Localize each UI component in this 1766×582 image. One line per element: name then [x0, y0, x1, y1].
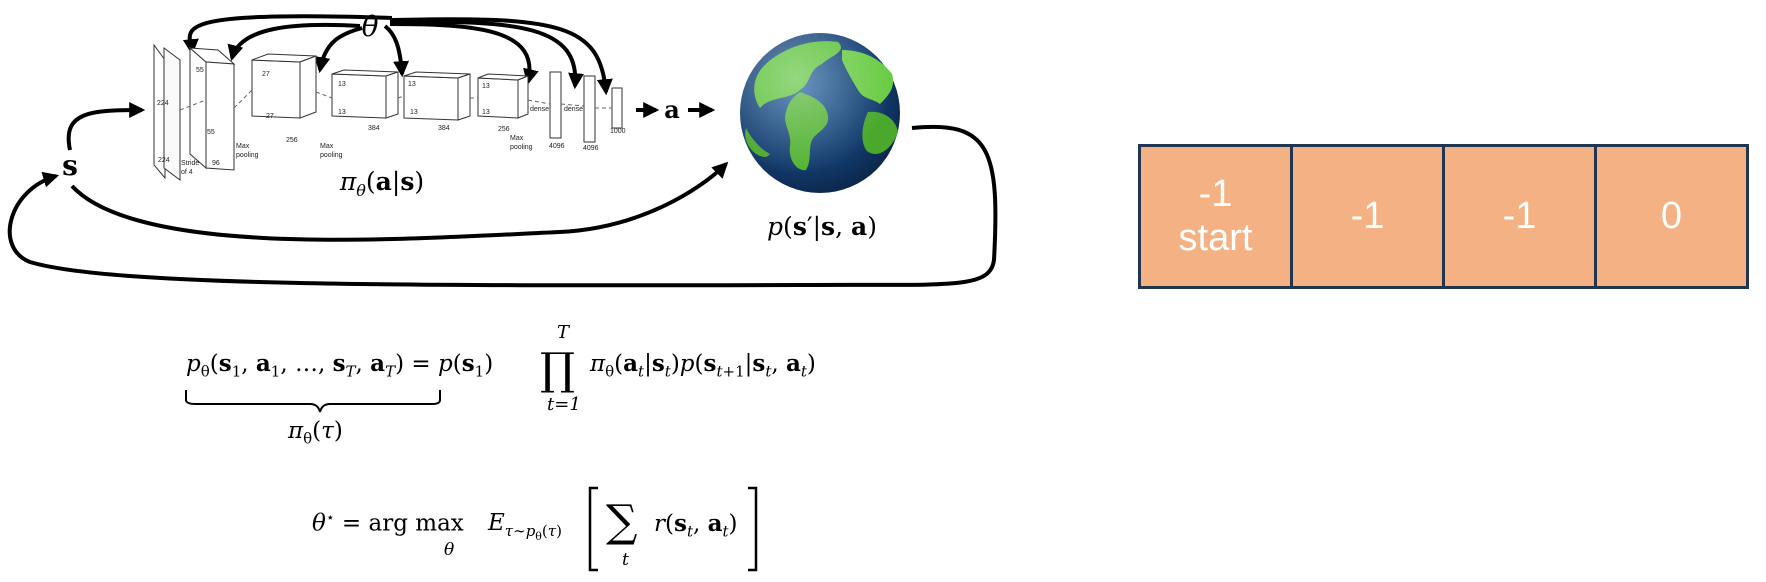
trajectory-rhs-terms: πθ(at|st)p(st+1|st, at): [590, 350, 816, 381]
svg-text:55: 55: [207, 129, 215, 136]
svg-text:13: 13: [482, 83, 490, 90]
earth-globe-icon: [740, 33, 900, 193]
grid-cell-value: 0: [1660, 194, 1683, 237]
grid-cell: -1: [1293, 147, 1445, 286]
svg-text:13: 13: [408, 81, 416, 88]
reward-term: r(st, at): [654, 510, 738, 541]
sum-subscript: t: [622, 550, 629, 570]
svg-text:dense: dense: [530, 106, 549, 113]
svg-text:256: 256: [286, 137, 298, 144]
svg-text:384: 384: [438, 125, 450, 132]
state-to-world-arrow: [70, 161, 729, 242]
grid-cell-value: -1: [1198, 172, 1233, 215]
cnn-layer-text: 224 224 Stride of 4 55 55 96 Max pooling…: [157, 67, 626, 176]
svg-text:Stride: Stride: [181, 160, 199, 167]
cnn-dashed-connections: [179, 89, 612, 111]
argmax-subscript: θ: [444, 540, 455, 560]
svg-text:pooling: pooling: [236, 152, 259, 159]
objective-left-bracket: [588, 486, 598, 572]
svg-text:256: 256: [498, 126, 510, 133]
world-to-state-feedback-arrow: [7, 124, 998, 288]
svg-text:pooling: pooling: [510, 144, 533, 151]
svg-text:Max: Max: [320, 143, 334, 150]
svg-text:224: 224: [157, 100, 169, 107]
action-label: a: [664, 95, 680, 124]
trajectory-rhs-prefix: = p(s1): [411, 350, 494, 381]
trajectory-underbrace: [185, 390, 441, 413]
objective-lhs: θ⋆ = arg max: [312, 510, 464, 537]
svg-text:of 4: of 4: [181, 169, 193, 176]
reward-grid: -1 start -1 -1 0: [1138, 144, 1749, 289]
svg-text:13: 13: [410, 109, 418, 116]
state-label: s: [62, 149, 78, 182]
expectation-term: Eτ∼pθ(τ): [488, 510, 562, 543]
sum-operator: ∑: [606, 496, 638, 547]
parameter-arrows: [182, 14, 613, 96]
product-lower-limit: t=1: [547, 394, 581, 415]
theta-label: θ: [362, 10, 379, 43]
svg-text:27: 27: [266, 113, 274, 120]
svg-text:13: 13: [338, 81, 346, 88]
grid-cell-label: start: [1178, 216, 1253, 259]
svg-text:dense: dense: [564, 106, 583, 113]
trajectory-equation: pθ(s1, a1, …, sT, aT) = p(s1): [186, 350, 493, 381]
product-upper-limit: T: [557, 322, 570, 343]
grid-cell: -1: [1445, 147, 1597, 286]
trajectory-brace-label: πθ(τ): [288, 418, 343, 448]
dynamics-label: p(s′|s, a): [767, 212, 877, 242]
svg-text:4096: 4096: [583, 145, 599, 152]
svg-text:224: 224: [158, 157, 170, 164]
svg-text:pooling: pooling: [320, 152, 343, 159]
grid-cell-goal: 0: [1597, 147, 1746, 286]
svg-text:27: 27: [262, 71, 270, 78]
svg-text:4096: 4096: [549, 143, 565, 150]
svg-text:55: 55: [196, 67, 204, 74]
svg-text:96: 96: [212, 160, 220, 167]
objective-right-bracket: [748, 486, 758, 572]
svg-text:Max: Max: [510, 135, 524, 142]
svg-text:13: 13: [338, 109, 346, 116]
policy-label: πθ(a|s): [339, 167, 424, 200]
grid-cell-value: -1: [1502, 194, 1537, 237]
cnn-policy-network: [153, 43, 623, 181]
product-operator: ∏: [540, 344, 576, 395]
trajectory-lhs: pθ(s1, a1, …, sT, aT): [186, 350, 405, 381]
grid-cell-value: -1: [1350, 194, 1385, 237]
svg-text:Max: Max: [236, 143, 250, 150]
svg-text:13: 13: [482, 109, 490, 116]
svg-text:1000: 1000: [610, 128, 626, 135]
svg-text:384: 384: [368, 125, 380, 132]
grid-cell-start: -1 start: [1141, 147, 1293, 286]
state-to-policy-arrow: [66, 102, 146, 151]
